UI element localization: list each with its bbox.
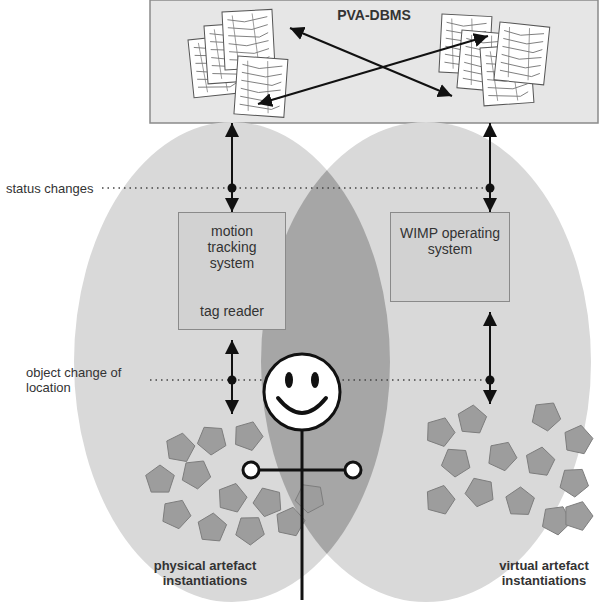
artefact-pentagon [219, 484, 247, 513]
physical-caption: physical artefact instantiations [150, 558, 260, 588]
artefact-pentagon [566, 502, 593, 531]
artefact-pentagon [532, 403, 560, 431]
artefact-pentagon [236, 422, 263, 451]
database-box: PVA-DBMS [150, 0, 598, 123]
tracking-box: motion tracking system tag reader [178, 212, 286, 330]
change-dot [486, 376, 495, 385]
artefact-pentagon [560, 469, 589, 497]
artefact-pentagon [458, 405, 486, 433]
box-subtitle: tag reader [185, 303, 279, 319]
artefact-pentagon [295, 485, 323, 513]
leader-line [102, 187, 490, 189]
virtual-caption: virtual artefact instantiations [492, 558, 596, 588]
status-arrow [489, 123, 491, 212]
user-figure [243, 354, 361, 600]
virtual-region [261, 122, 591, 602]
artefact-pentagon [465, 478, 493, 506]
record-link-arrow [258, 36, 488, 104]
database-panel [150, 0, 598, 123]
record-link-arrow [290, 28, 452, 96]
location-arrow [489, 312, 491, 404]
artefact-pentagon [198, 513, 226, 541]
os-box: WIMP operating system [390, 212, 510, 302]
artefact-pentagon [197, 427, 226, 455]
artefact-pentagon [506, 487, 535, 514]
artefact-pentagon [565, 425, 593, 453]
overlap-region [261, 122, 591, 602]
status-label: status changes [6, 181, 102, 196]
artefact-pentagon [441, 449, 470, 477]
artefact-pentagon [527, 447, 555, 475]
location-label: object change of location [26, 365, 144, 395]
box-title: motion tracking system [185, 223, 279, 271]
artefact-pentagon [236, 518, 264, 545]
artefact-pentagon [428, 418, 455, 447]
artefact-pentagon [163, 500, 191, 528]
document-stacks [188, 9, 550, 117]
artefact-pentagon [253, 488, 281, 516]
box-title: WIMP operating system [397, 225, 503, 257]
artefact-pentagon [427, 486, 455, 515]
box-title: PVA-DBMS [156, 7, 592, 23]
status-arrow [231, 123, 233, 212]
artefact-pentagon [146, 465, 175, 492]
artefact-pentagons [146, 403, 593, 545]
artefact-pentagon [167, 433, 195, 461]
change-dot [228, 376, 237, 385]
artefact-pentagon [182, 461, 210, 489]
artefact-pentagon [489, 442, 517, 470]
